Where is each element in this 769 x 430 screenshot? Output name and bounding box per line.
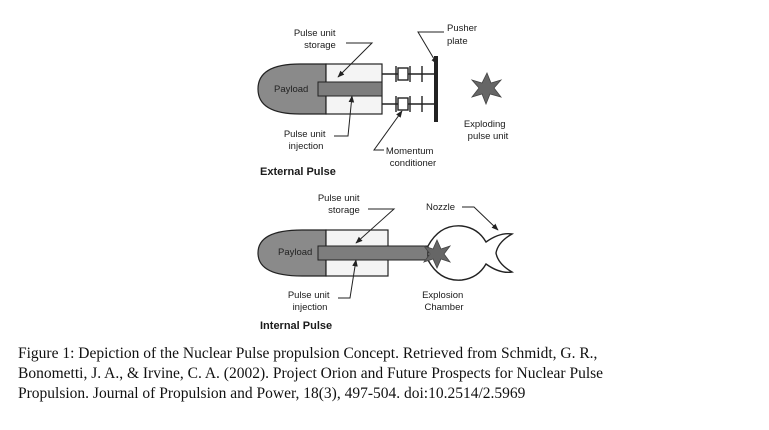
pusher-plate-label: Pusher plate [447, 23, 480, 47]
internal-payload-body [257, 229, 327, 277]
external-pulse-title: External Pulse [260, 166, 336, 178]
caption-line-2: Bonometti, J. A., & Irvine, C. A. (2002)… [18, 365, 604, 382]
external-injection-tube [317, 81, 383, 97]
ext-storage-label: Pulse unit storage [294, 28, 338, 51]
explosion-chamber-label: Explosion Chamber [422, 290, 466, 313]
external-exploding-star [470, 72, 503, 106]
internal-injection-tube [317, 245, 429, 261]
figure-caption: Figure 1: Depiction of the Nuclear Pulse… [18, 344, 758, 404]
external-payload-body [257, 63, 327, 115]
ext-injection-label: Pulse unit injection [284, 129, 328, 152]
internal-exploding-star [422, 239, 452, 269]
caption-line-3: Propulsion. Journal of Propulsion and Po… [18, 385, 526, 402]
int-injection-label: Pulse unit injection [288, 290, 332, 313]
int-payload-label: Payload [278, 247, 312, 258]
internal-pulse-diagram: Pulse unit storage Payload Nozzle Pulse … [257, 193, 515, 332]
momentum-conditioner-label: Momentum conditioner [386, 146, 436, 169]
external-pulse-diagram: Pulse unit storage Payload Pusher plate … [257, 23, 509, 178]
nozzle-label: Nozzle [426, 202, 455, 213]
momentum-conditioner [382, 66, 434, 112]
explosion-chamber [427, 225, 515, 281]
exploding-unit-label: Exploding pulse unit [464, 119, 509, 142]
int-storage-label: Pulse unit storage [318, 193, 362, 216]
caption-line-1: Figure 1: Depiction of the Nuclear Pulse… [18, 345, 598, 362]
internal-pulse-title: Internal Pulse [260, 320, 332, 332]
pusher-plate [434, 56, 438, 122]
ext-payload-label: Payload [274, 84, 308, 95]
